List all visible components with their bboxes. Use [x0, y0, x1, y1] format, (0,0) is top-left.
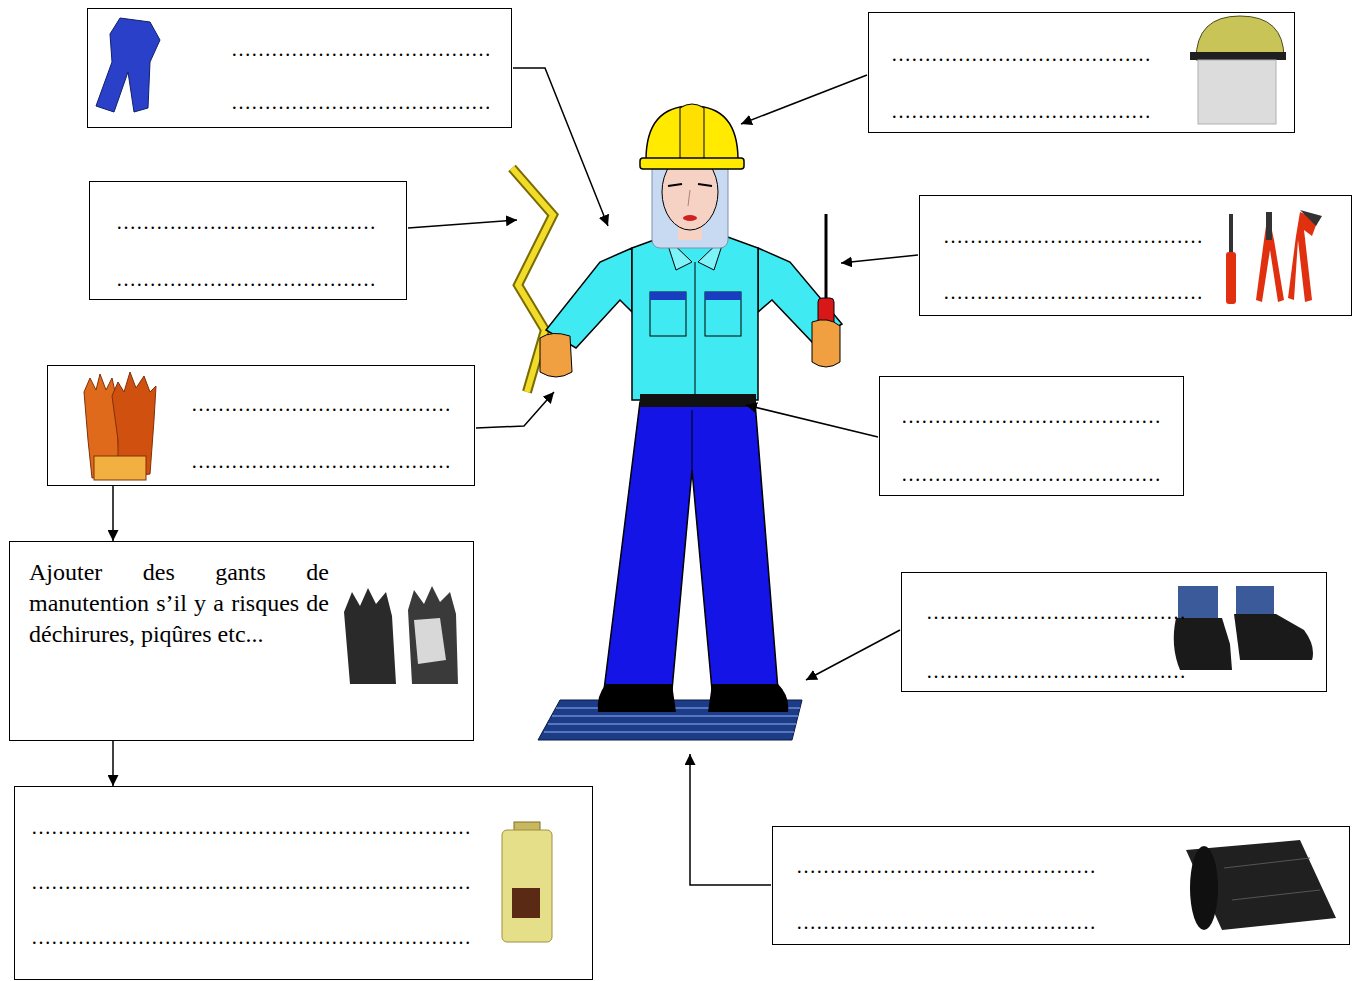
fill-in-line: …………………………………	[231, 92, 491, 112]
fill-in-line: …………………………………	[191, 451, 451, 471]
fill-in-line: …………………………………	[116, 269, 376, 289]
fill-in-line: ………………………………………	[796, 856, 1096, 876]
hand	[812, 320, 840, 367]
flow-arrow	[112, 741, 114, 786]
answer-box: ………………………………… …………………………………	[47, 365, 475, 486]
answer-box: ………………………………………………………… …………………………………………………	[14, 786, 593, 980]
answer-box: ………………………………… …………………………………	[919, 195, 1352, 316]
fill-in-line: …………………………………	[901, 406, 1161, 426]
shoe	[598, 684, 676, 712]
fill-in-line: …………………………………	[943, 282, 1203, 302]
fill-in-line: …………………………………	[943, 226, 1203, 246]
safety-shoes-icon	[1174, 586, 1313, 670]
insulating-mat-icon	[1186, 840, 1336, 930]
fill-in-line: …………………………………………………………	[31, 817, 471, 837]
fill-in-line: …………………………………………………………	[31, 927, 471, 947]
answer-box: ………………………………… …………………………………	[901, 572, 1327, 692]
fill-in-line: …………………………………	[231, 39, 491, 59]
insulated-tools-icon	[1226, 210, 1322, 304]
note-text: Ajouter des gants de manutention s’il y …	[29, 557, 329, 650]
fill-in-line: …………………………………	[891, 44, 1151, 64]
belt	[640, 394, 756, 407]
shoe	[708, 684, 788, 712]
fill-in-line: …………………………………	[901, 464, 1161, 484]
helmet	[640, 104, 744, 169]
answer-box: ……………………………………… ………………………………………	[772, 826, 1350, 945]
fill-in-line: …………………………………	[116, 212, 376, 232]
fill-in-line: …………………………………	[926, 661, 1186, 681]
trousers	[604, 402, 778, 690]
fill-in-line: ………………………………………	[796, 912, 1096, 932]
answer-box: ………………………………… …………………………………	[868, 12, 1295, 133]
answer-box: ………………………………… …………………………………	[89, 181, 407, 300]
hand	[540, 333, 572, 377]
fill-in-line: …………………………………………………………	[31, 872, 471, 892]
shirt	[546, 236, 842, 400]
voltage-tester-icon	[502, 822, 552, 942]
flow-arrow	[112, 486, 114, 541]
leader-arrows	[408, 68, 918, 885]
note-box: Ajouter des gants de manutention s’il y …	[9, 541, 474, 741]
coverall-icon	[96, 18, 160, 112]
helmet-visor-icon	[1190, 16, 1286, 124]
insulating-gloves-icon	[84, 372, 156, 480]
handling-gloves-icon	[344, 586, 458, 684]
answer-box: ………………………………… …………………………………	[87, 8, 512, 128]
answer-box: ………………………………… …………………………………	[879, 376, 1184, 496]
fill-in-line: …………………………………	[926, 602, 1186, 622]
fill-in-line: …………………………………	[191, 394, 451, 414]
fill-in-line: …………………………………	[891, 101, 1151, 121]
